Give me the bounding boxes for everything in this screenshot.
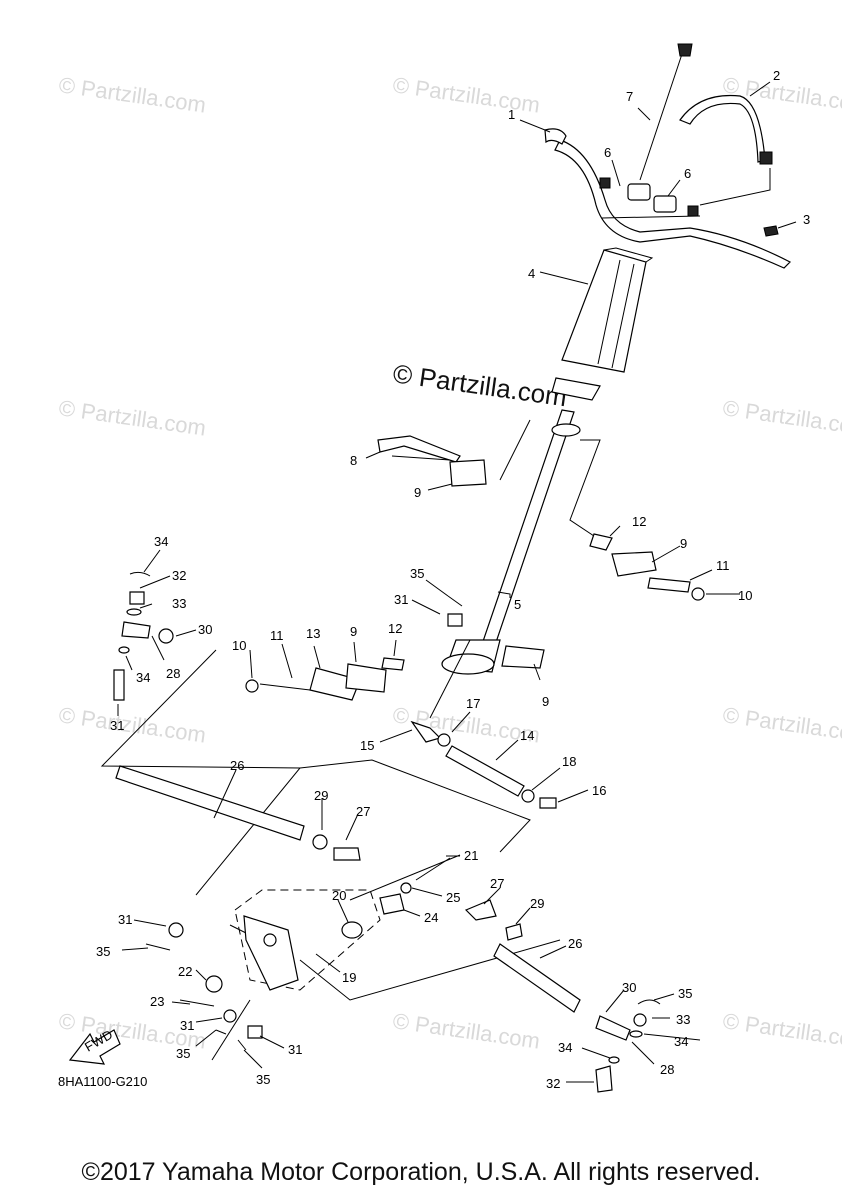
callout-1: 1 bbox=[508, 107, 515, 122]
callout-6: 6 bbox=[684, 166, 691, 181]
callout-31: 31 bbox=[118, 912, 132, 927]
center-watermark: © Partzilla.com bbox=[391, 358, 569, 412]
callout-9: 9 bbox=[414, 485, 421, 500]
steering-pad bbox=[561, 247, 654, 373]
callout-33: 32 bbox=[172, 568, 186, 583]
callout-7: 7 bbox=[626, 89, 633, 104]
callout-36: 35 bbox=[410, 566, 424, 581]
callout-31: 31 bbox=[394, 592, 408, 607]
callout-13: 13 bbox=[306, 626, 320, 641]
callout-32: 32 bbox=[546, 1076, 560, 1091]
callout-10: 10 bbox=[232, 638, 246, 653]
callout-23: 23 bbox=[150, 994, 164, 1009]
callout-28: 28 bbox=[166, 666, 180, 681]
callout-34: 34 bbox=[136, 670, 150, 685]
right-parts bbox=[589, 533, 705, 601]
callout-31: 31 bbox=[180, 1018, 194, 1033]
callout-6: 6 bbox=[604, 145, 611, 160]
callout-24: 24 bbox=[424, 910, 438, 925]
callout-9: 9 bbox=[350, 624, 357, 639]
callout-8: 8 bbox=[350, 453, 357, 468]
callout-leaders bbox=[117, 81, 797, 1083]
callout-16: 16 bbox=[592, 783, 606, 798]
watermark: © Partzilla.com bbox=[391, 72, 541, 117]
upper-bracket bbox=[377, 435, 487, 487]
callout-29: 29 bbox=[314, 788, 328, 803]
tie-rod-left bbox=[115, 765, 361, 861]
callout-34: 33 bbox=[172, 596, 186, 611]
callout-15: 15 bbox=[360, 738, 374, 753]
callout-34: 34 bbox=[558, 1040, 572, 1055]
callout-27: 27 bbox=[490, 876, 504, 891]
callout-34: 34 bbox=[674, 1034, 688, 1049]
callout-9: 9 bbox=[680, 536, 687, 551]
callout-2: 2 bbox=[773, 68, 780, 83]
callout-10: 10 bbox=[738, 588, 752, 603]
callout-5: 5 bbox=[514, 597, 521, 612]
steering-arm bbox=[145, 857, 451, 1051]
callout-18: 18 bbox=[562, 754, 576, 769]
watermark: © Partzilla.com bbox=[721, 395, 842, 440]
callout-20: 20 bbox=[332, 888, 346, 903]
callout-14: 14 bbox=[520, 728, 534, 743]
callout-26: 26 bbox=[568, 936, 582, 951]
callout-29: 29 bbox=[530, 896, 544, 911]
callout-12: 12 bbox=[388, 621, 402, 636]
callout-12: 12 bbox=[632, 514, 646, 529]
callout-28: 28 bbox=[660, 1062, 674, 1077]
callout-30: 30 bbox=[198, 622, 212, 637]
callout-32: 31 bbox=[110, 718, 124, 733]
tie-rod-right bbox=[464, 899, 661, 1093]
callout-30: 30 bbox=[622, 980, 636, 995]
watermark: © Partzilla.com bbox=[57, 72, 207, 117]
left-ball-joint bbox=[113, 571, 174, 701]
callout-26: 26 bbox=[230, 758, 244, 773]
fwd-arrow-icon: FWD bbox=[68, 1027, 121, 1065]
watermark: © Partzilla.com bbox=[721, 702, 842, 747]
watermark: © Partzilla.com bbox=[391, 1008, 541, 1053]
callout-35: 35 bbox=[176, 1046, 190, 1061]
callout-11: 11 bbox=[716, 558, 730, 573]
callout-21: 21 bbox=[464, 848, 478, 863]
diagram-code: 8HA1100-G210 bbox=[58, 1074, 147, 1089]
ball-joints bbox=[410, 720, 557, 809]
middle-linkage bbox=[245, 595, 545, 701]
callout-19: 19 bbox=[342, 970, 356, 985]
callout-35: 35 bbox=[96, 944, 110, 959]
callout-35: 34 bbox=[154, 534, 168, 549]
callout-33: 33 bbox=[676, 1012, 690, 1027]
callout-27: 27 bbox=[356, 804, 370, 819]
callout-22: 22 bbox=[178, 964, 192, 979]
callout-25: 25 bbox=[446, 890, 460, 905]
callout-3: 3 bbox=[803, 212, 810, 227]
callout-17: 17 bbox=[466, 696, 480, 711]
callout-35: 35 bbox=[678, 986, 692, 1001]
callout-35: 35 bbox=[256, 1072, 270, 1087]
callout-4: 4 bbox=[528, 266, 535, 281]
copyright-notice: ©2017 Yamaha Motor Corporation, U.S.A. A… bbox=[81, 1158, 761, 1186]
steering-column bbox=[441, 377, 601, 675]
watermark: © Partzilla.com bbox=[57, 702, 207, 747]
watermark: © Partzilla.com bbox=[57, 395, 207, 440]
callout-9: 9 bbox=[542, 694, 549, 709]
callouts: 1 2 3 4 5 6 6 7 8 9 9 9 9 10 10 11 11 12… bbox=[96, 68, 810, 1091]
watermark: © Partzilla.com bbox=[721, 1008, 842, 1053]
callout-11: 11 bbox=[270, 628, 284, 643]
handlebar-assembly bbox=[544, 43, 792, 269]
callout-31: 31 bbox=[288, 1042, 302, 1057]
guide-lines bbox=[100, 419, 601, 1061]
watermark: © Partzilla.com bbox=[721, 72, 842, 117]
